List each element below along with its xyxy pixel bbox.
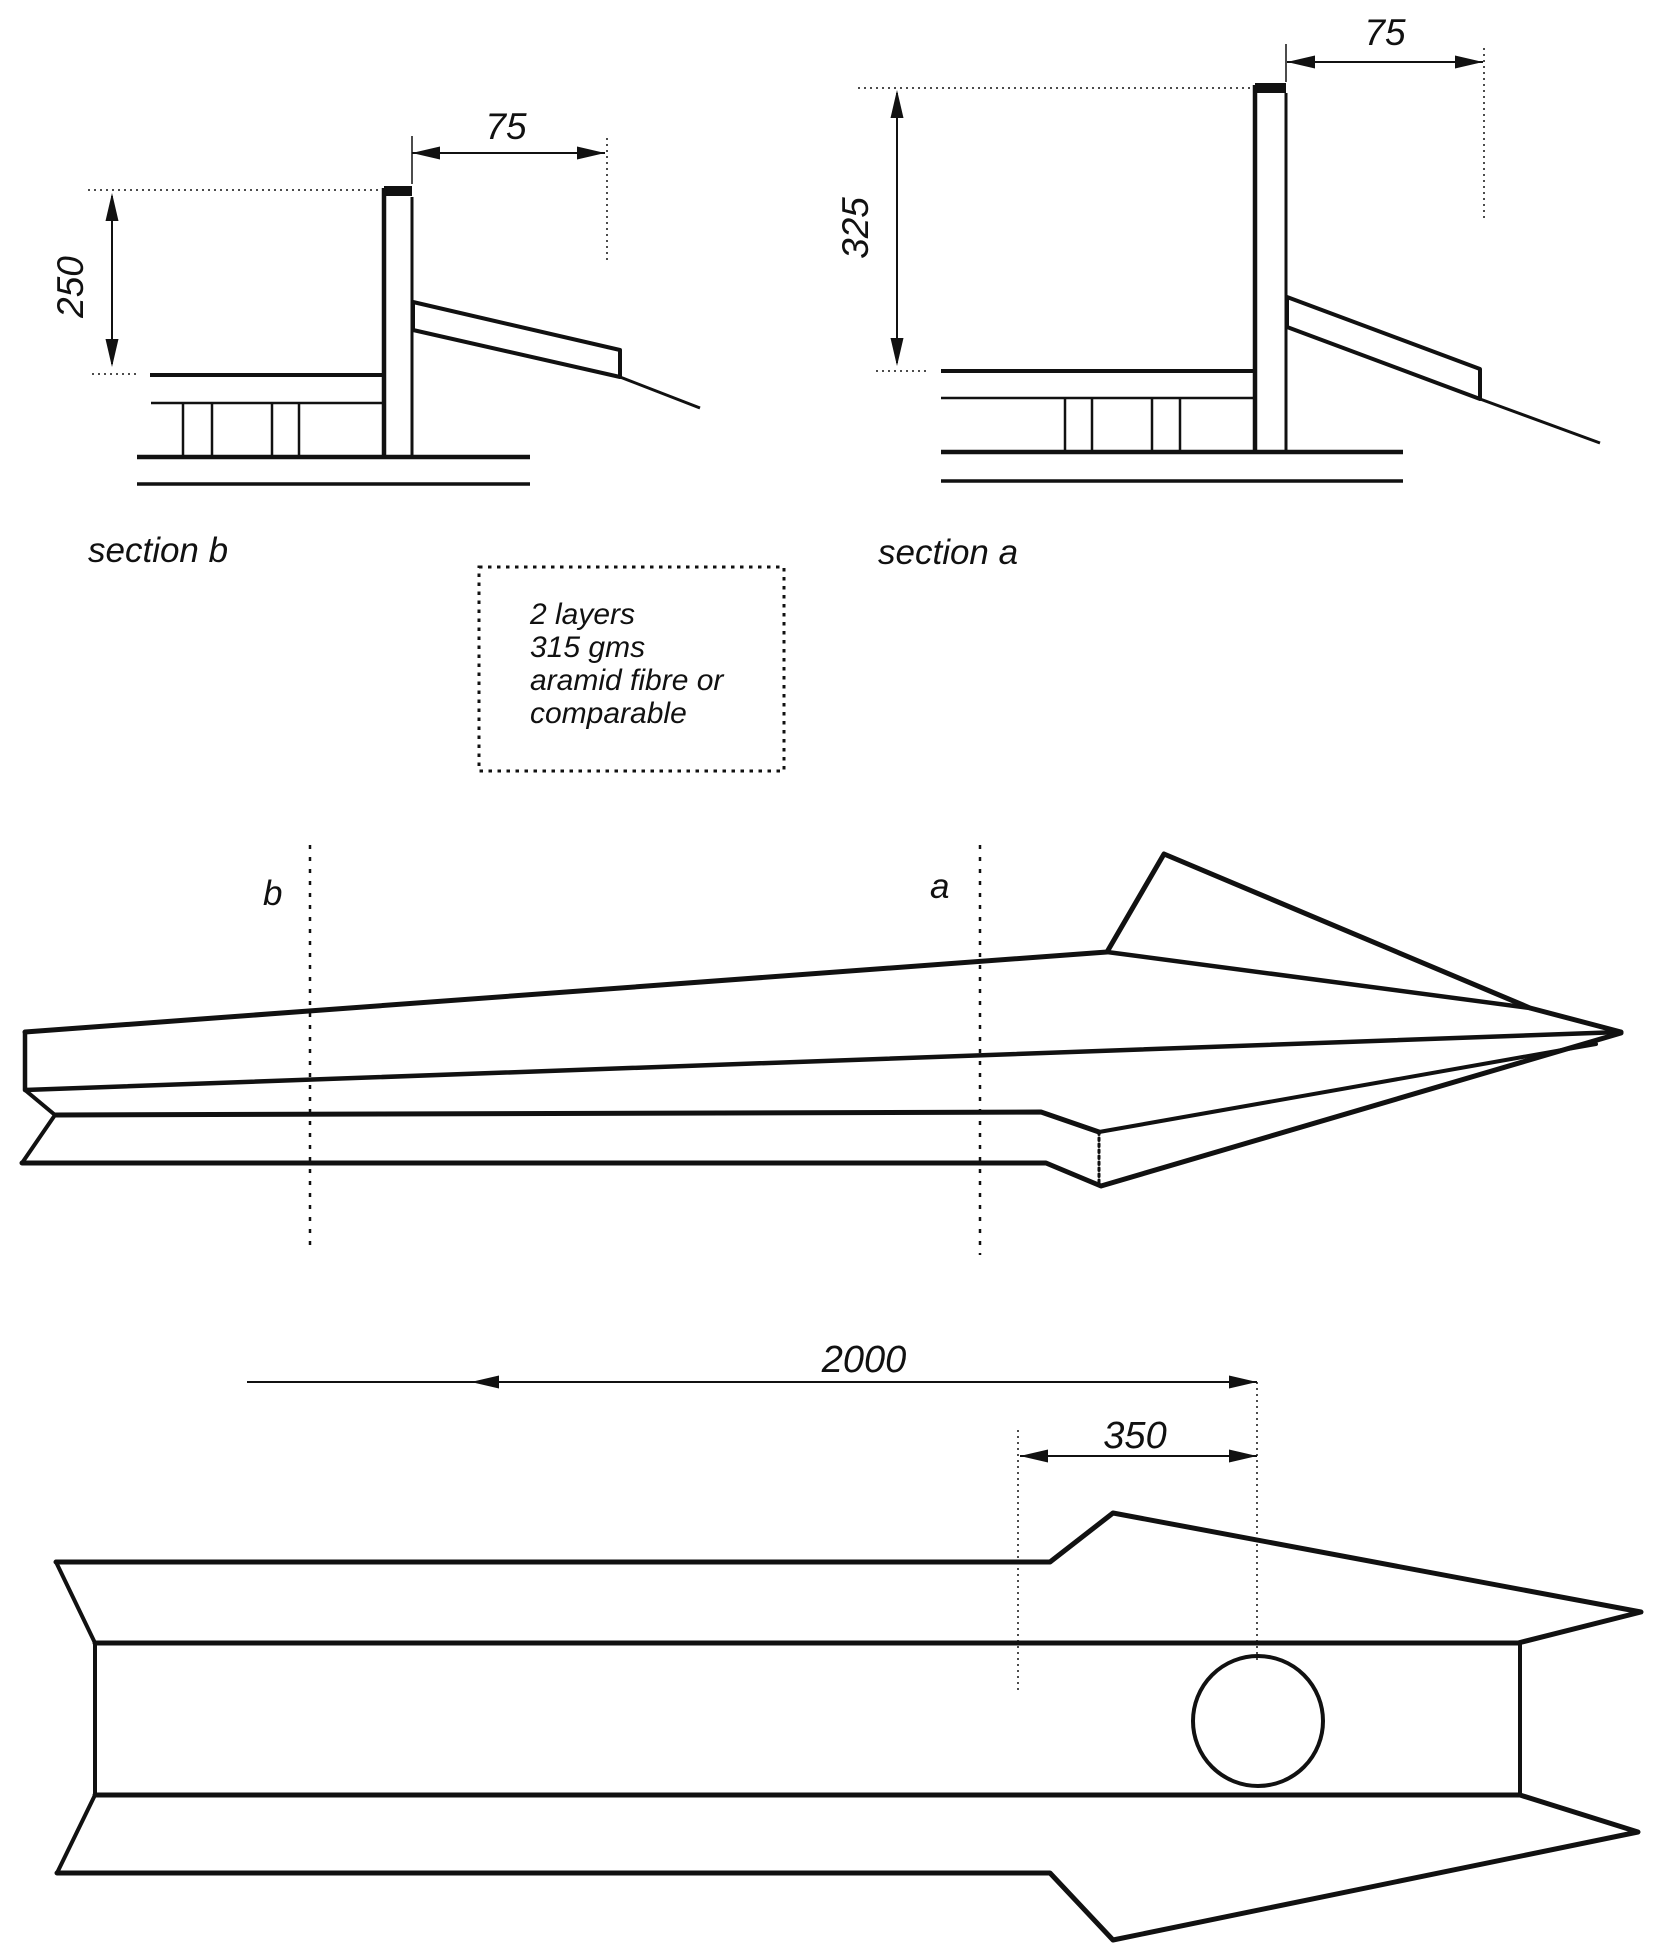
underside-diagonal-upper xyxy=(1097,1042,1598,1134)
hull-sheer-continuation xyxy=(1104,949,1533,1011)
section-b-deck xyxy=(137,373,530,486)
plan-tail-edge xyxy=(54,1560,97,1875)
arrowhead-left-icon xyxy=(1020,1449,1048,1463)
arrowhead-left-icon xyxy=(471,1375,499,1389)
section-a-height-dim-label: 325 xyxy=(835,197,876,259)
note-line-3: aramid fibre or xyxy=(530,664,724,697)
arrowhead-right-icon xyxy=(1229,1449,1257,1463)
note-box-border xyxy=(477,565,786,773)
section-b-ramp xyxy=(411,300,622,379)
arrowhead-right-icon xyxy=(577,146,605,160)
section-a-deck xyxy=(941,369,1403,483)
section-b-height-dim-label: 250 xyxy=(50,256,91,319)
section-marker-a: a xyxy=(930,867,949,906)
hull-sheer-and-fin xyxy=(22,851,1624,1035)
section-a-width-dim-label: 75 xyxy=(1364,12,1406,53)
section-b-title: section b xyxy=(88,531,228,570)
arrowhead-right-icon xyxy=(1229,1375,1257,1389)
section-b-width-dim-label: 75 xyxy=(485,106,527,147)
section-a-title: section a xyxy=(878,533,1018,572)
plan-lower-outline xyxy=(54,1792,1641,1943)
note-box: 2 layers 315 gms aramid fibre or compara… xyxy=(477,565,786,773)
arrowhead-up-icon xyxy=(105,193,119,221)
note-line-1: 2 layers xyxy=(529,598,635,631)
arrowhead-left-icon xyxy=(1287,55,1315,69)
hull-profile xyxy=(19,851,1624,1189)
section-b-view: 75 250 sec xyxy=(50,106,701,570)
section-a-ramp-tail xyxy=(1479,397,1601,445)
arrowhead-right-icon xyxy=(1455,55,1483,69)
hull-bottom-line xyxy=(19,1030,1624,1189)
section-a-ramp xyxy=(1285,295,1482,401)
section-marker-b: b xyxy=(263,874,282,913)
hull-plan-outline xyxy=(53,1510,1644,1943)
side-view: b a xyxy=(19,845,1624,1255)
plan-upper-outline xyxy=(53,1510,1644,1646)
tail-notch xyxy=(20,1088,57,1165)
arrowhead-down-icon xyxy=(890,338,904,366)
plan-length-dim-label: 2000 xyxy=(821,1339,907,1381)
note-line-2: 315 gms xyxy=(530,631,645,664)
section-a-post xyxy=(1252,83,1288,452)
note-line-4: comparable xyxy=(530,697,687,730)
section-b-post xyxy=(381,186,414,457)
arrowhead-down-icon xyxy=(105,339,119,367)
mast-hole xyxy=(1191,1654,1325,1788)
keel-line xyxy=(52,1109,1102,1135)
plan-hole-dim-label: 350 xyxy=(1103,1415,1166,1457)
section-b-ramp-tail xyxy=(619,375,701,410)
post-top-cap xyxy=(384,186,412,196)
arrowhead-left-icon xyxy=(412,146,440,160)
plan-view: 2000 350 xyxy=(53,1339,1644,1943)
arrowhead-up-icon xyxy=(890,90,904,118)
post-top-cap xyxy=(1255,83,1286,93)
section-a-view: 75 325 sec xyxy=(835,12,1601,572)
